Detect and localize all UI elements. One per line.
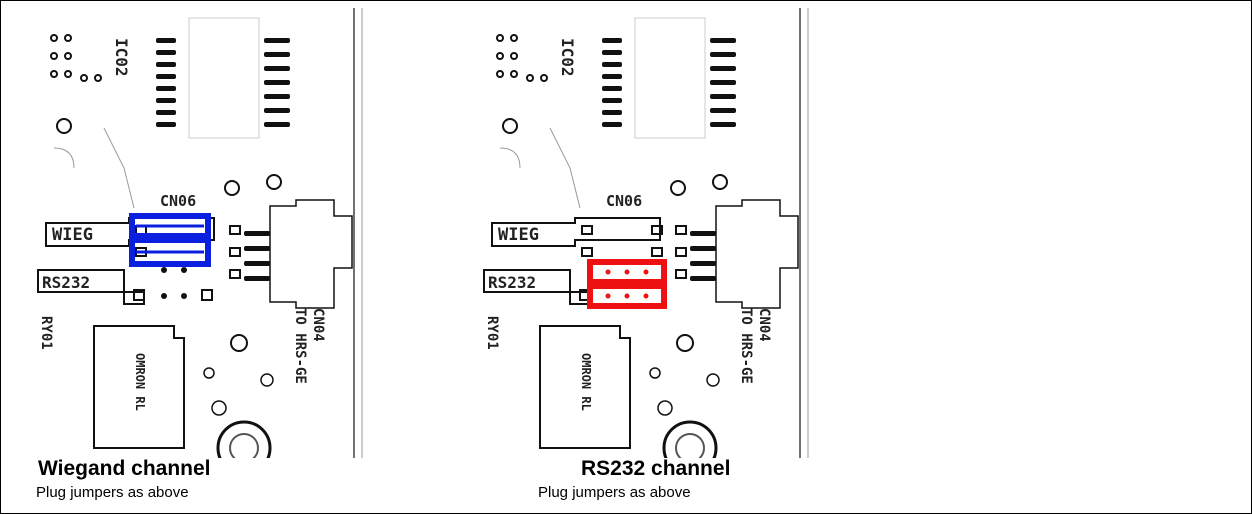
relay-label: OMRON RL [579,353,593,411]
to-hrs-label: TO HRS-GE [292,308,308,384]
cn04-label: CN04 [310,308,326,342]
ry01-label: RY01 [38,316,54,350]
rs232-board-image: IC02 CN06 WIEG RS232 RY01 OMRON [480,8,820,458]
wiegand-subtitle: Plug jumpers as above [36,484,189,501]
wiegand-board-image: IC02 CN06 WIEG RS232 [34,8,374,458]
to-hrs-label: TO HRS-GE [738,308,754,384]
jumper-highlight-bottom [587,283,667,309]
rs232-subtitle: Plug jumpers as above [538,484,691,501]
cn04-label: CN04 [756,308,772,342]
wieg-label: WIEG [52,225,93,245]
relay-label: OMRON RL [133,353,147,411]
jumper-highlight-top [587,259,667,285]
cn06-label: CN06 [160,192,196,210]
rs232-label: RS232 [42,273,90,292]
wiegand-title: Wiegand channel [38,457,211,480]
rs232-title: RS232 channel [581,457,731,480]
jumper-highlight-bottom [129,237,211,267]
wieg-label: WIEG [498,225,539,245]
ry01-label: RY01 [484,316,500,350]
cn06-label: CN06 [606,192,642,210]
rs232-label: RS232 [488,273,536,292]
ic02-label: IC02 [558,38,577,77]
ic02-label: IC02 [112,38,131,77]
jumper-highlight-top [129,213,211,239]
